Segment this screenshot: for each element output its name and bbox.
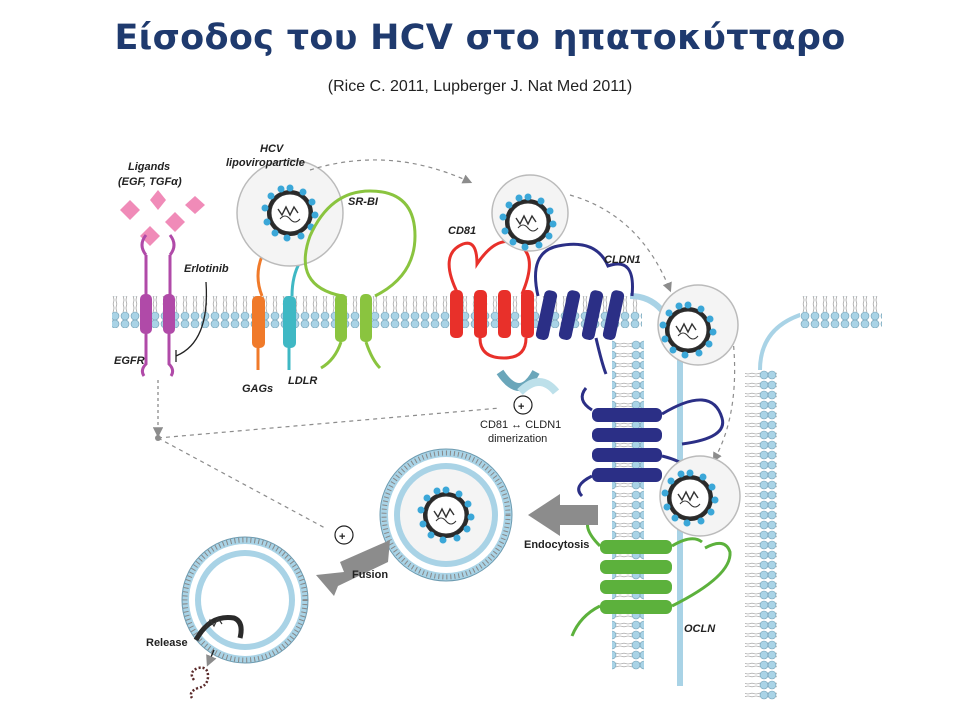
release-label: Release — [146, 637, 188, 649]
virion-path-2 — [569, 194, 672, 293]
cd81-receptor — [447, 240, 534, 360]
dimer-label-2: dimerization — [488, 433, 547, 445]
endocytosis-arrow — [528, 494, 598, 536]
ligands-label-2: (EGF, TGFα) — [118, 176, 182, 188]
fusion-arrow — [316, 540, 390, 596]
gags-molecule — [252, 255, 265, 370]
fusion-plus: + — [339, 531, 345, 543]
ligands-label-1: Ligands — [128, 161, 170, 173]
gags-label: GAGs — [242, 383, 273, 395]
fusion-label: Fusion — [352, 569, 388, 581]
released-capsid — [193, 614, 244, 642]
srbi-label: SR-BI — [348, 196, 379, 208]
dimerization-plus: + — [518, 401, 524, 413]
erlotinib-label: Erlotinib — [184, 263, 229, 275]
virion-path-1 — [309, 159, 473, 184]
cldn1-junction — [577, 387, 725, 498]
dimerization-arrow-1 — [496, 369, 540, 391]
release-arrow — [206, 649, 217, 667]
slide-subtitle: (Rice C. 2011, Lupberger J. Nat Med 2011… — [327, 78, 633, 95]
hcv-label-2: lipoviroparticle — [226, 157, 305, 169]
membrane-vertical-left — [612, 340, 644, 670]
cd81-label: CD81 — [448, 225, 476, 237]
egfr-receptor — [140, 234, 176, 377]
dimer-label-1: CD81 ↔ CLDN1 — [480, 419, 561, 431]
cldn1-receptor — [534, 242, 634, 375]
erlotinib-inhibition-line — [175, 281, 208, 362]
ocln-label: OCLN — [684, 623, 716, 635]
egfr-label: EGFR — [114, 355, 145, 367]
endocytosis-label: Endocytosis — [524, 539, 589, 551]
hcv-label-1: HCV — [260, 143, 285, 155]
fusion-plus-circle — [334, 525, 354, 545]
released-rna — [189, 666, 210, 699]
membrane-adjacent-cell — [745, 370, 777, 700]
ligand-diamonds — [120, 190, 205, 246]
ldlr-label: LDLR — [288, 375, 317, 387]
membrane-adjacent-top — [800, 296, 882, 328]
dimerization-plus-circle — [513, 395, 533, 415]
cldn1-label: CLDN1 — [604, 254, 641, 266]
slide-title: Είσοδος του HCV στο ηπατοκύτταρο — [114, 18, 846, 58]
virion-path-3 — [712, 329, 736, 463]
srbi-receptor — [303, 189, 417, 370]
dimerization-arrow-2 — [517, 378, 560, 395]
ocln-receptor — [570, 514, 732, 637]
fused-endosome — [181, 536, 309, 664]
